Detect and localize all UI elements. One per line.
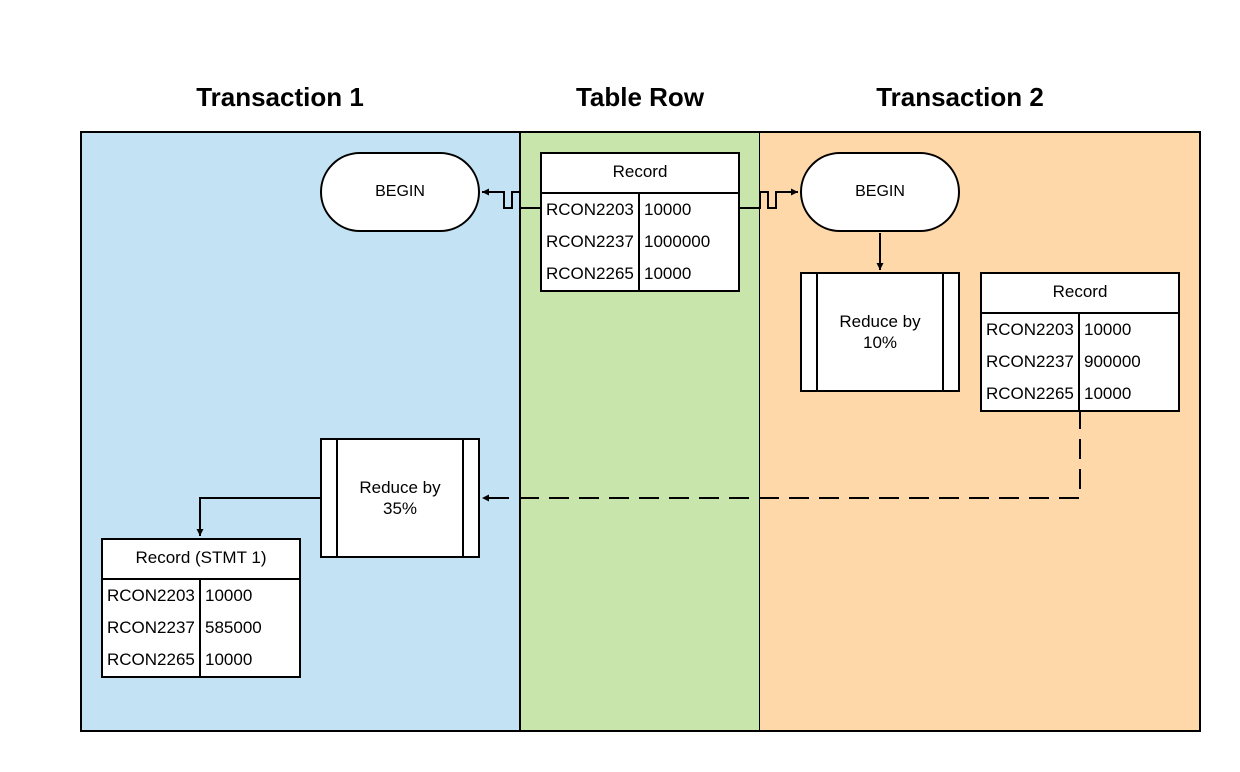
record-key: RCON2265 <box>542 258 640 290</box>
record-title: Record <box>542 154 738 194</box>
connector-reduce-35-to-stmt-record <box>196 497 320 536</box>
record-key: RCON2203 <box>982 314 1080 346</box>
lane-title-transaction-1: Transaction 1 <box>196 82 364 112</box>
record-key: RCON2237 <box>982 346 1080 378</box>
connector-record-to-begin-1 <box>482 188 540 209</box>
record-value: 10000 <box>1084 320 1132 339</box>
transaction-2-record: Record RCON2203 10000 RCON2237 900000 RC… <box>980 272 1180 412</box>
record-value: 900000 <box>1084 352 1141 371</box>
lane-title-table-row: Table Row <box>575 82 705 112</box>
record-key: RCON2265 <box>103 644 201 676</box>
record-row: RCON2203 10000 <box>542 194 738 226</box>
record-value: 1000000 <box>644 232 711 251</box>
connector-record-to-reduce-35 <box>482 409 1081 502</box>
begin-label: BEGIN <box>855 183 905 200</box>
lane-title-transaction-2: Transaction 2 <box>876 82 1044 112</box>
record-value: 585000 <box>205 618 262 637</box>
reduce-10-label: Reduce by 10% <box>839 312 921 352</box>
record-row: RCON2237 585000 <box>103 612 299 644</box>
record-key: RCON2265 <box>982 378 1080 410</box>
table-row-record: Record RCON2203 10000 RCON2237 1000000 R… <box>540 152 740 292</box>
record-value: 10000 <box>644 264 692 283</box>
begin-node-transaction-1: BEGIN <box>320 152 480 232</box>
record-row: RCON2237 900000 <box>982 346 1178 378</box>
reduce-35-label: Reduce by 35% <box>359 478 441 518</box>
reduce-35-process: Reduce by 35% <box>320 438 480 558</box>
record-row: RCON2203 10000 <box>982 314 1178 346</box>
begin-node-transaction-2: BEGIN <box>800 152 960 232</box>
record-title: Record (STMT 1) <box>103 540 299 580</box>
record-row: RCON2265 10000 <box>982 378 1178 410</box>
record-row: RCON2265 10000 <box>542 258 738 290</box>
record-row: RCON2265 10000 <box>103 644 299 676</box>
record-key: RCON2203 <box>542 194 640 226</box>
reduce-10-process: Reduce by 10% <box>800 272 960 392</box>
record-row: RCON2237 1000000 <box>542 226 738 258</box>
record-row: RCON2203 10000 <box>103 580 299 612</box>
record-key: RCON2237 <box>542 226 640 258</box>
record-title: Record <box>982 274 1178 314</box>
record-value: 10000 <box>205 650 253 669</box>
record-value: 10000 <box>644 200 692 219</box>
record-value: 10000 <box>205 586 253 605</box>
record-value: 10000 <box>1084 384 1132 403</box>
connector-record-to-begin-2 <box>740 188 798 209</box>
record-key: RCON2237 <box>103 612 201 644</box>
begin-label: BEGIN <box>375 183 425 200</box>
record-key: RCON2203 <box>103 580 201 612</box>
record-stmt-1-table: Record (STMT 1) RCON2203 10000 RCON2237 … <box>101 538 301 678</box>
